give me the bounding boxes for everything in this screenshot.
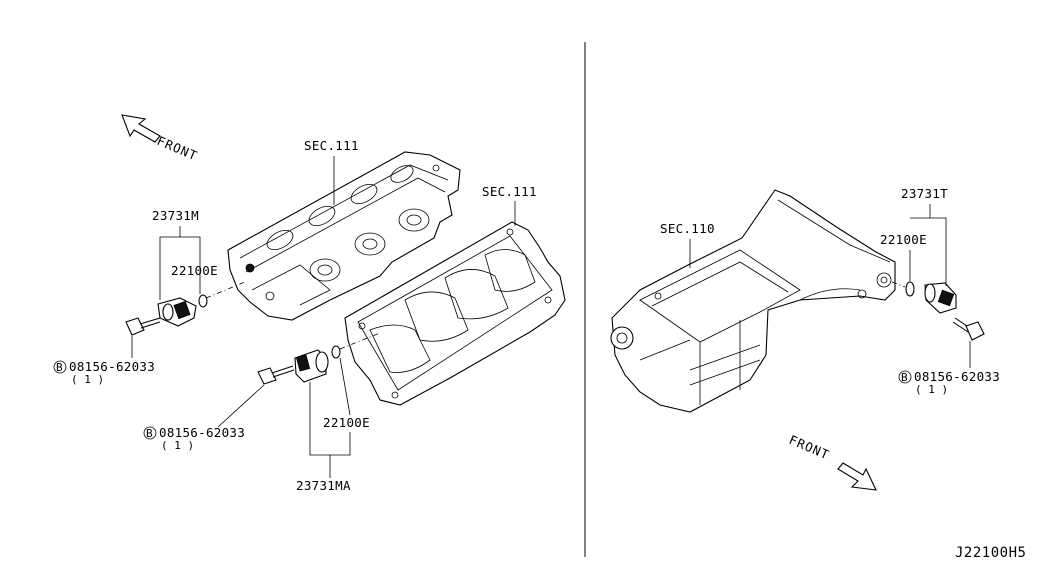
part-23731m-label: 23731M [152,208,199,223]
diagram-code: J22100H5 [955,545,1026,561]
svg-text:B: B [56,361,63,374]
part-23731ma-label: 23731MA [296,478,351,493]
sec-110-label: SEC.110 [660,221,715,236]
part-22100e-right-label: 22100E [880,232,927,247]
part-22100e-upper-label: 22100E [171,263,218,278]
front-arrow-icon [121,114,161,143]
bolt-upper [125,317,161,336]
camshaft-sensor-upper [157,297,197,327]
part-08156-62033-upper-label: 08156-62033 [69,359,155,374]
right-panel: SEC.110 23731T 22100E B 08156-62033 ( 1 … [610,186,1000,491]
cylinder-head-lower [344,221,566,406]
front-arrow-right-icon [837,462,877,491]
qty-right-label: ( 1 ) [915,383,948,396]
front-label-left: FRONT [155,133,200,163]
sec-111-lower-label: SEC.111 [482,184,537,199]
bolt-lower [257,365,295,385]
camshaft-sensor-right [924,282,957,314]
svg-text:B: B [146,427,153,440]
part-23731t-label: 23731T [901,186,948,201]
part-22100e-lower-label: 22100E [323,415,370,430]
cylinder-block [610,189,896,413]
bolt-callout-upper: B 08156-62033 ( 1 ) [53,359,155,386]
qty-lower-label: ( 1 ) [161,439,194,452]
front-label-right: FRONT [787,432,832,462]
sec-111-upper-label: SEC.111 [304,138,359,153]
svg-text:B: B [901,371,908,384]
part-08156-62033-right-label: 08156-62033 [914,369,1000,384]
bolt-right [952,317,985,341]
bolt-callout-lower: B 08156-62033 ( 1 ) [143,425,245,452]
camshaft-sensor-lower [294,349,329,383]
left-panel: FRONT [53,114,566,493]
o-ring-upper [198,294,208,308]
qty-upper-label: ( 1 ) [71,373,104,386]
o-ring-right [905,281,915,297]
part-08156-62033-lower-label: 08156-62033 [159,425,245,440]
bolt-callout-right: B 08156-62033 ( 1 ) [898,369,1000,396]
cylinder-head-upper [227,151,461,321]
o-ring-lower [331,345,341,359]
